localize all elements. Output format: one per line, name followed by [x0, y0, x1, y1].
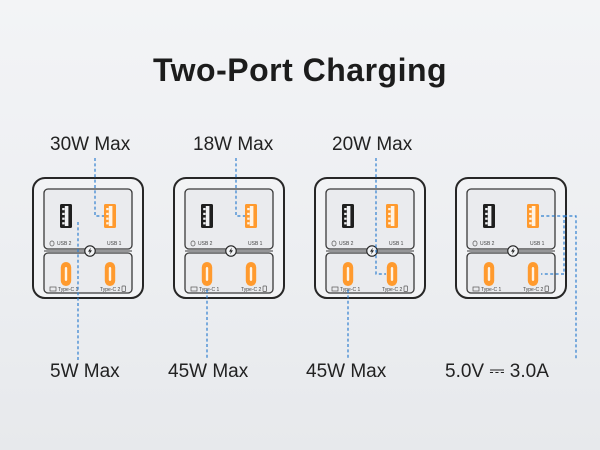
- connector-line: [564, 215, 577, 360]
- config-3-top-label: 20W Max: [332, 134, 413, 155]
- page-title: Two-Port Charging: [152, 52, 448, 88]
- usb-a-port-icon: [386, 204, 398, 228]
- config-2-bottom-label: 45W Max: [168, 361, 249, 382]
- usb-a-port-icon: [104, 204, 116, 228]
- config-3-bottom-label: 45W Max: [306, 361, 387, 382]
- usb-a-port-icon: [60, 204, 72, 228]
- usb-c-port-icon: [483, 262, 495, 286]
- usb-c-port-icon: [104, 262, 116, 286]
- usb-a-port-icon: [342, 204, 354, 228]
- config-1-top-label: 30W Max: [50, 134, 131, 155]
- charger-4: [456, 178, 566, 298]
- usb-c-port-icon: [201, 262, 213, 286]
- usb-c-port-icon: [60, 262, 72, 286]
- usb-c-port-icon: [527, 262, 539, 286]
- connector-line: [541, 215, 565, 275]
- config-4-bottom-label: 5.0V ⎓ 3.0A: [445, 361, 549, 382]
- usb-c-port-icon: [342, 262, 354, 286]
- charger-1: [33, 178, 143, 298]
- usb-a-port-icon: [483, 204, 495, 228]
- usb-a-port-icon: [201, 204, 213, 228]
- config-2-top-label: 18W Max: [193, 134, 274, 155]
- usb-a-port-icon: [245, 204, 257, 228]
- usb-a-port-icon: [527, 204, 539, 228]
- usb-c-port-icon: [245, 262, 257, 286]
- charger-3: [315, 178, 425, 298]
- connector-line: [375, 158, 386, 275]
- charger-2: [174, 178, 284, 298]
- usb-c-port-icon: [386, 262, 398, 286]
- config-1-bottom-label: 5W Max: [50, 361, 120, 382]
